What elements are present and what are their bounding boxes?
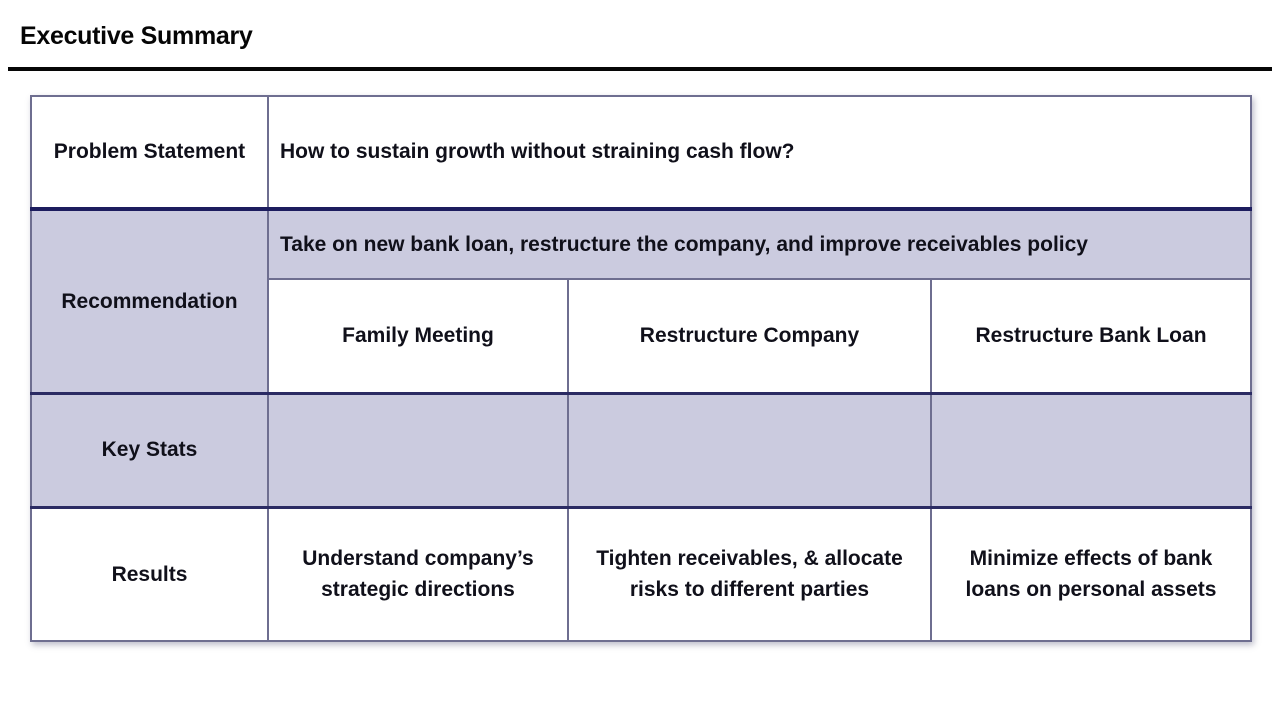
recommendation-option-family-meeting: Family Meeting [267,278,569,395]
result-family-meeting: Understand company’s strategic direction… [267,506,569,642]
row-label-results: Results [30,506,269,642]
table-row-results: Results Understand company’s strategic d… [30,506,1253,642]
table-row-key-stats: Key Stats [30,392,1253,509]
executive-summary-table: Problem Statement How to sustain growth … [30,95,1253,642]
row-label-problem-statement: Problem Statement [30,95,269,211]
row-label-key-stats: Key Stats [30,392,269,509]
result-restructure-bank-loan: Minimize effects of bank loans on person… [929,506,1253,642]
page-title: Executive Summary [20,22,253,50]
table-row-recommendation-summary: Recommendation Take on new bank loan, re… [30,208,1253,395]
row-label-recommendation: Recommendation [30,208,269,395]
result-restructure-company: Tighten receivables, & allocate risks to… [567,506,932,642]
recommendation-option-restructure-company: Restructure Company [567,278,932,395]
table-row-problem: Problem Statement How to sustain growth … [30,95,1253,211]
table-row-recommendation-options: Family Meeting Restructure Company Restr… [31,278,1253,395]
recommendation-summary: Take on new bank loan, restructure the c… [266,208,1253,280]
key-stats-cell-2 [567,392,932,509]
key-stats-cell-1 [267,392,569,509]
key-stats-cell-3 [929,392,1253,509]
problem-statement-value: How to sustain growth without straining … [266,95,1253,211]
title-rule [8,67,1272,71]
recommendation-option-restructure-bank-loan: Restructure Bank Loan [929,278,1253,395]
